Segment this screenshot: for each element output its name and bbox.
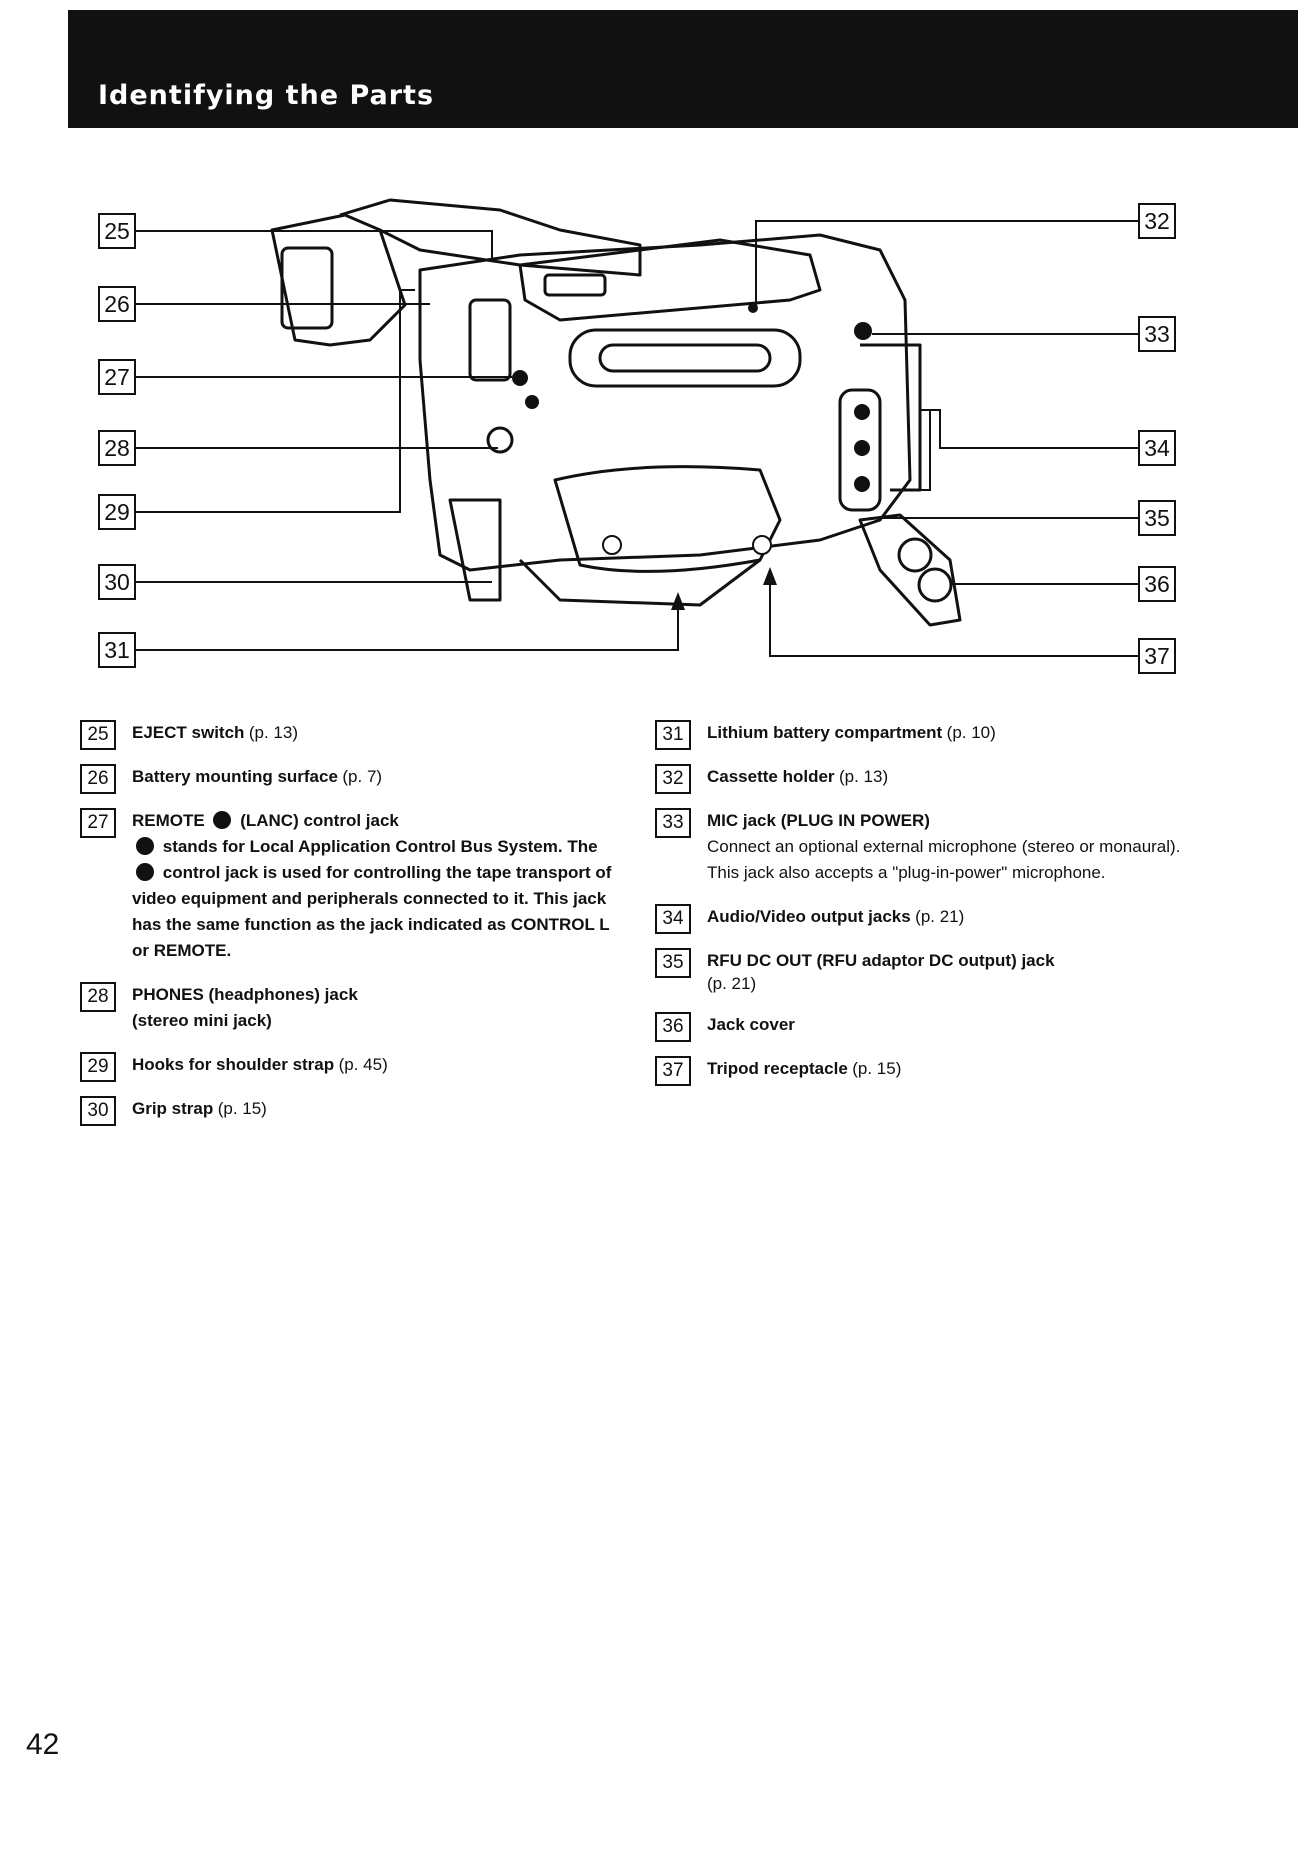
callout-33: 33 <box>1138 316 1176 352</box>
viewfinder-eyecup <box>272 215 405 345</box>
page-reference: (p. 13) <box>249 723 298 742</box>
camcorder-body <box>420 235 910 570</box>
item-label: Audio/Video output jacks <box>707 907 911 926</box>
legend-item-31: 31 Lithium battery compartment (p. 10) <box>655 720 1215 746</box>
legend-item-35: 35 RFU DC OUT (RFU adaptor DC output) ja… <box>655 948 1215 994</box>
item-label: Lithium battery compartment <box>707 723 942 742</box>
legend-item-29: 29 Hooks for shoulder strap (p. 45) <box>80 1052 620 1078</box>
item-number: 35 <box>655 948 691 978</box>
item-label: Grip strap <box>132 1099 213 1118</box>
item-number: 26 <box>80 764 116 794</box>
item-number: 25 <box>80 720 116 750</box>
legend-item-26: 26 Battery mounting surface (p. 7) <box>80 764 620 790</box>
legend-item-30: 30 Grip strap (p. 15) <box>80 1096 620 1122</box>
legend-item-28: 28 PHONES (headphones) jack (stereo mini… <box>80 982 620 1034</box>
legend-item-32: 32 Cassette holder (p. 13) <box>655 764 1215 790</box>
page-reference: (p. 21) <box>707 974 1215 994</box>
callout-36: 36 <box>1138 566 1176 602</box>
lanc-icon <box>136 837 154 855</box>
item-label: PHONES (headphones) jack <box>132 982 620 1008</box>
callout-31: 31 <box>98 632 136 668</box>
legend-right-column: 31 Lithium battery compartment (p. 10) 3… <box>655 720 1215 1100</box>
item-number: 31 <box>655 720 691 750</box>
page-reference: (p. 13) <box>839 767 888 786</box>
item-label: REMOTE <box>132 811 205 830</box>
callout-27: 27 <box>98 359 136 395</box>
callout-32: 32 <box>1138 203 1176 239</box>
item-number: 36 <box>655 1012 691 1042</box>
page-number: 42 <box>26 1728 59 1762</box>
legend-item-34: 34 Audio/Video output jacks (p. 21) <box>655 904 1215 930</box>
callout-29: 29 <box>98 494 136 530</box>
item-number: 29 <box>80 1052 116 1082</box>
item-number: 30 <box>80 1096 116 1126</box>
item-number: 28 <box>80 982 116 1012</box>
camcorder-illustration <box>0 0 1310 700</box>
remote-jack-dot <box>512 370 528 386</box>
callout-26: 26 <box>98 286 136 322</box>
callout-37: 37 <box>1138 638 1176 674</box>
item-desc: stands for Local Application Control Bus… <box>163 837 598 856</box>
legend-item-37: 37 Tripod receptacle (p. 15) <box>655 1056 1215 1082</box>
item-number: 33 <box>655 808 691 838</box>
item-label: EJECT switch <box>132 723 244 742</box>
callout-30: 30 <box>98 564 136 600</box>
item-number: 34 <box>655 904 691 934</box>
item-label-cont: (LANC) control jack <box>240 811 399 830</box>
item-label: Tripod receptacle <box>707 1059 848 1078</box>
page-reference: (p. 45) <box>339 1055 388 1074</box>
item-label: Cassette holder <box>707 767 835 786</box>
callout-25: 25 <box>98 213 136 249</box>
page-reference: (p. 7) <box>342 767 382 786</box>
legend-item-36: 36 Jack cover <box>655 1012 1215 1038</box>
item-number: 27 <box>80 808 116 838</box>
lanc-icon <box>136 863 154 881</box>
legend-item-33: 33 MIC jack (PLUG IN POWER) Connect an o… <box>655 808 1215 886</box>
legend-item-25: 25 EJECT switch (p. 13) <box>80 720 620 746</box>
item-desc-cont: control jack is used for controlling the… <box>132 863 611 960</box>
item-desc: (stereo mini jack) <box>132 1008 620 1034</box>
lanc-icon <box>213 811 231 829</box>
mic-jack-dot <box>854 322 872 340</box>
item-number: 32 <box>655 764 691 794</box>
page-reference: (p. 21) <box>915 907 964 926</box>
item-label: Hooks for shoulder strap <box>132 1055 334 1074</box>
page-reference: (p. 10) <box>947 723 996 742</box>
callout-28: 28 <box>98 430 136 466</box>
item-label: RFU DC OUT (RFU adaptor DC output) jack <box>707 948 1215 974</box>
item-desc: Connect an optional external microphone … <box>707 834 1215 886</box>
item-label: MIC jack (PLUG IN POWER) <box>707 808 1215 834</box>
page-reference: (p. 15) <box>218 1099 267 1118</box>
item-label: Jack cover <box>707 1015 795 1034</box>
callout-35: 35 <box>1138 500 1176 536</box>
callout-34: 34 <box>1138 430 1176 466</box>
page-reference: (p. 15) <box>852 1059 901 1078</box>
legend-left-column: 25 EJECT switch (p. 13) 26 Battery mount… <box>80 720 620 1140</box>
legend-item-27: 27 REMOTE (LANC) control jack stands for… <box>80 808 620 964</box>
item-label: Battery mounting surface <box>132 767 338 786</box>
item-number: 37 <box>655 1056 691 1086</box>
